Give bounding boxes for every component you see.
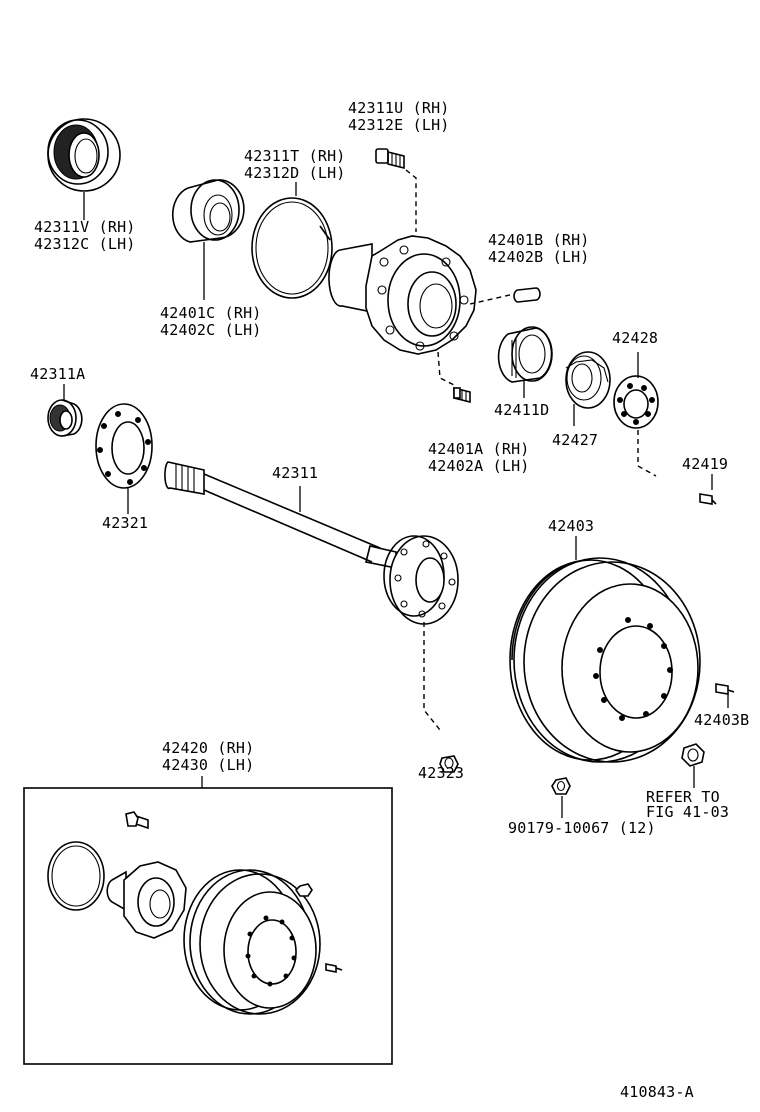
screw-42403b [715, 683, 735, 708]
label-42402c: 42402C (LH) [160, 321, 262, 339]
label-42311: 42311 [272, 464, 319, 482]
label-42403b: 42403B [694, 711, 750, 729]
label-42312e: 42312E (LH) [348, 116, 450, 134]
bearing-42411d [497, 326, 553, 398]
label-refer-fig: FIG 41-03 [646, 803, 730, 821]
label-42411d: 42411D [494, 401, 550, 419]
label-42401b: 42401B (RH) [488, 231, 590, 249]
label-42403: 42403 [548, 517, 595, 535]
label-42321: 42321 [102, 514, 149, 532]
axle-hub [328, 235, 515, 387]
stud-42401a [453, 386, 471, 404]
label-42323: 42323 [418, 764, 465, 782]
label-42401c: 42401C (RH) [160, 304, 262, 322]
brake-drum-42403 [509, 536, 701, 763]
nut-42323 [439, 755, 459, 773]
label-42401a: 42401A (RH) [428, 440, 530, 458]
label-42419: 42419 [682, 455, 729, 473]
label-42311a: 42311A [30, 365, 86, 383]
hub-nut-refer [681, 743, 705, 788]
label-42312d: 42312D (LH) [244, 164, 346, 182]
hub-bolt-42311u [375, 148, 417, 232]
bearing-race-42401c [171, 179, 245, 300]
pin-42401b [513, 287, 541, 303]
figure-number: 410843-A [620, 1083, 694, 1101]
bearing-42427 [565, 351, 611, 426]
bearing-42311a [47, 384, 83, 437]
label-42402a: 42402A (LH) [428, 457, 530, 475]
label-90179: 90179-10067 (12) [508, 819, 656, 837]
label-42402b: 42402B (LH) [488, 248, 590, 266]
label-42311v: 42311V (RH) [34, 218, 136, 236]
screw-42419 [699, 474, 717, 505]
retainer-42321 [95, 403, 153, 514]
nut-90179 [551, 777, 571, 818]
label-42430: 42430 (LH) [162, 756, 255, 774]
label-42428: 42428 [612, 329, 659, 347]
label-refer-to: REFER TO [646, 788, 720, 806]
axle-shaft-42311 [164, 461, 459, 731]
label-42311t: 42311T (RH) [244, 147, 346, 165]
lock-washer-42428 [613, 352, 659, 477]
assembly-box-42420 [23, 776, 393, 1065]
snap-ring-42311t [251, 182, 333, 299]
label-42311u: 42311U (RH) [348, 99, 450, 117]
label-42427: 42427 [552, 431, 599, 449]
oil-seal-42311v [47, 118, 121, 220]
label-42312c: 42312C (LH) [34, 235, 136, 253]
label-42420: 42420 (RH) [162, 739, 255, 757]
